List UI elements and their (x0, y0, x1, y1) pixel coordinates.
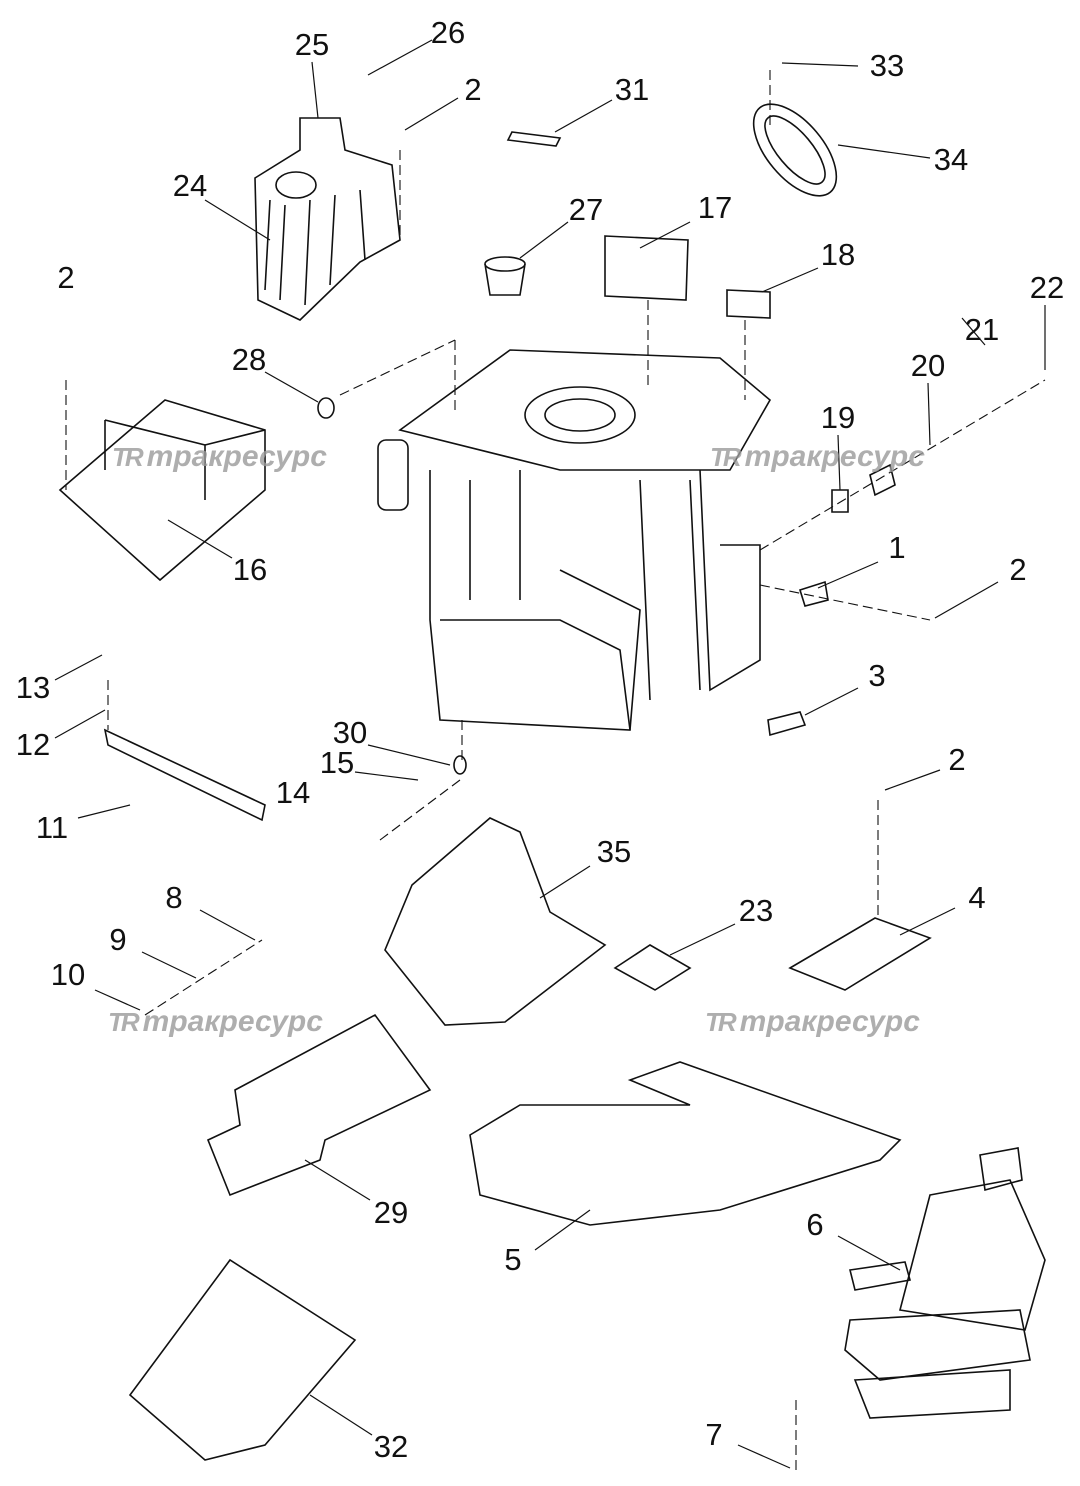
callout: 19 (820, 400, 856, 435)
callout: 10 (50, 957, 86, 992)
callout: 31 (614, 72, 650, 107)
part-5-floor-mat (469, 1061, 902, 1226)
callout: 9 (109, 922, 127, 957)
part-19-bracket (831, 489, 849, 513)
part-6-seat (844, 1147, 1046, 1419)
callout: 13 (15, 670, 51, 705)
callout: 16 (232, 552, 268, 587)
callout: 34 (933, 142, 969, 177)
callout: 26 (430, 15, 466, 50)
callout: 5 (504, 1242, 522, 1277)
watermark-text: тракресурс (142, 1005, 323, 1038)
part-23-gasket (613, 944, 692, 991)
part-3-lock (767, 711, 807, 737)
callout: 20 (910, 348, 946, 383)
watermark-logo: TR (112, 442, 144, 472)
cab-frame (377, 349, 772, 731)
callout: 33 (869, 48, 905, 83)
callout: 7 (705, 1417, 723, 1452)
callout: 2 (948, 742, 966, 777)
part-11-strip (103, 728, 266, 822)
callout: 15 (319, 745, 355, 780)
leader-lines (54, 39, 1046, 1469)
callout: 28 (231, 342, 267, 377)
callout: 12 (15, 727, 51, 762)
callout: 24 (172, 168, 208, 203)
callout: 29 (373, 1195, 409, 1230)
watermark-logo: TR (710, 442, 742, 472)
watermark-text: тракресурс (739, 1005, 920, 1038)
part-17-decal (604, 235, 689, 301)
part-30-washer (453, 755, 467, 775)
callout: 11 (35, 810, 69, 845)
watermark-logo: TR (108, 1007, 140, 1037)
watermark-text: тракресурс (744, 440, 925, 473)
part-18-decal (726, 289, 771, 319)
assembly-lines (65, 70, 1046, 1470)
part-32-mat (128, 1258, 357, 1461)
callout: 3 (868, 658, 886, 693)
part-1-handle (798, 580, 829, 607)
callout: 32 (373, 1429, 409, 1464)
part-31-label-plate (506, 131, 562, 147)
part-34-gasket (752, 103, 838, 197)
callout: 27 (568, 192, 604, 227)
part-24-air-duct (254, 117, 401, 321)
callout: 22 (1029, 270, 1065, 305)
callout: 8 (165, 880, 183, 915)
callout: 4 (968, 880, 986, 915)
callout: 23 (738, 893, 774, 928)
callout: 2 (1009, 552, 1027, 587)
callout: 18 (820, 237, 856, 272)
part-29-mat (206, 1013, 432, 1197)
callout: 21 (964, 312, 1000, 347)
callout: 2 (57, 260, 75, 295)
part-27-cup (484, 256, 526, 296)
callout: 17 (697, 190, 733, 225)
callout: 25 (294, 27, 330, 62)
callout: 6 (806, 1207, 824, 1242)
callout: 1 (888, 530, 906, 565)
part-20-latch (869, 463, 896, 497)
callout: 35 (596, 834, 632, 869)
part-35-frame (384, 817, 607, 1026)
part-4-plate (788, 917, 932, 991)
callout: 30 (332, 715, 368, 750)
part-28-ring (317, 397, 335, 419)
part-16-cover (58, 399, 266, 582)
watermark-logo: TR (705, 1007, 737, 1037)
callout: 14 (275, 775, 311, 810)
callout: 2 (464, 72, 482, 107)
watermark-text: тракресурс (146, 440, 327, 473)
